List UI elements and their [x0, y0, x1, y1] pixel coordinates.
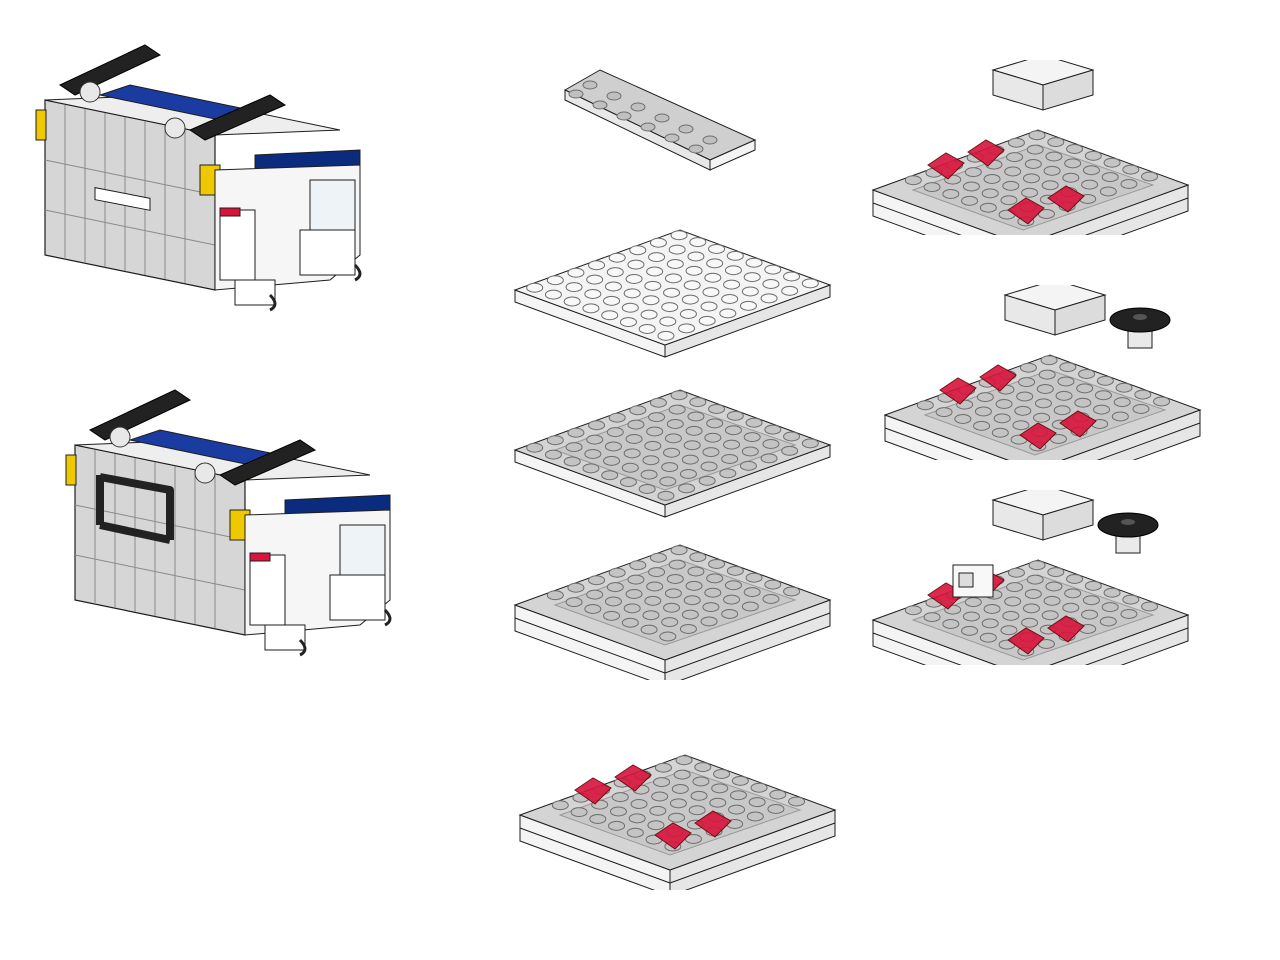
assembled-model-bottom: [60, 385, 410, 675]
plate-cabinet-icon: [871, 490, 1190, 665]
step-base-red-slopes: [515, 740, 845, 890]
step-plate-2x6: [560, 65, 760, 175]
assembled-vehicle-module-icon: [35, 44, 362, 312]
assembled-model-top: [30, 40, 380, 320]
plate-dish-icon: [883, 285, 1202, 460]
assembled-vehicle-module-with-handles-icon: [65, 389, 392, 657]
step-plate-8x8-white: [510, 215, 840, 360]
plate-stacked-icon: [513, 544, 832, 680]
plate-red-icon: [518, 754, 837, 890]
step-base-white-bricks: [868, 60, 1198, 235]
step-plate-8x8-gray: [510, 375, 840, 520]
step-stacked-base: [510, 530, 840, 680]
plate-white-icon: [513, 229, 832, 358]
plate-bricks-icon: [871, 60, 1190, 235]
step-base-dish: [880, 285, 1210, 460]
plate-gray-icon: [513, 389, 832, 518]
step-base-cabinet: [868, 490, 1198, 665]
gray-plate-2x6-icon: [563, 69, 757, 171]
